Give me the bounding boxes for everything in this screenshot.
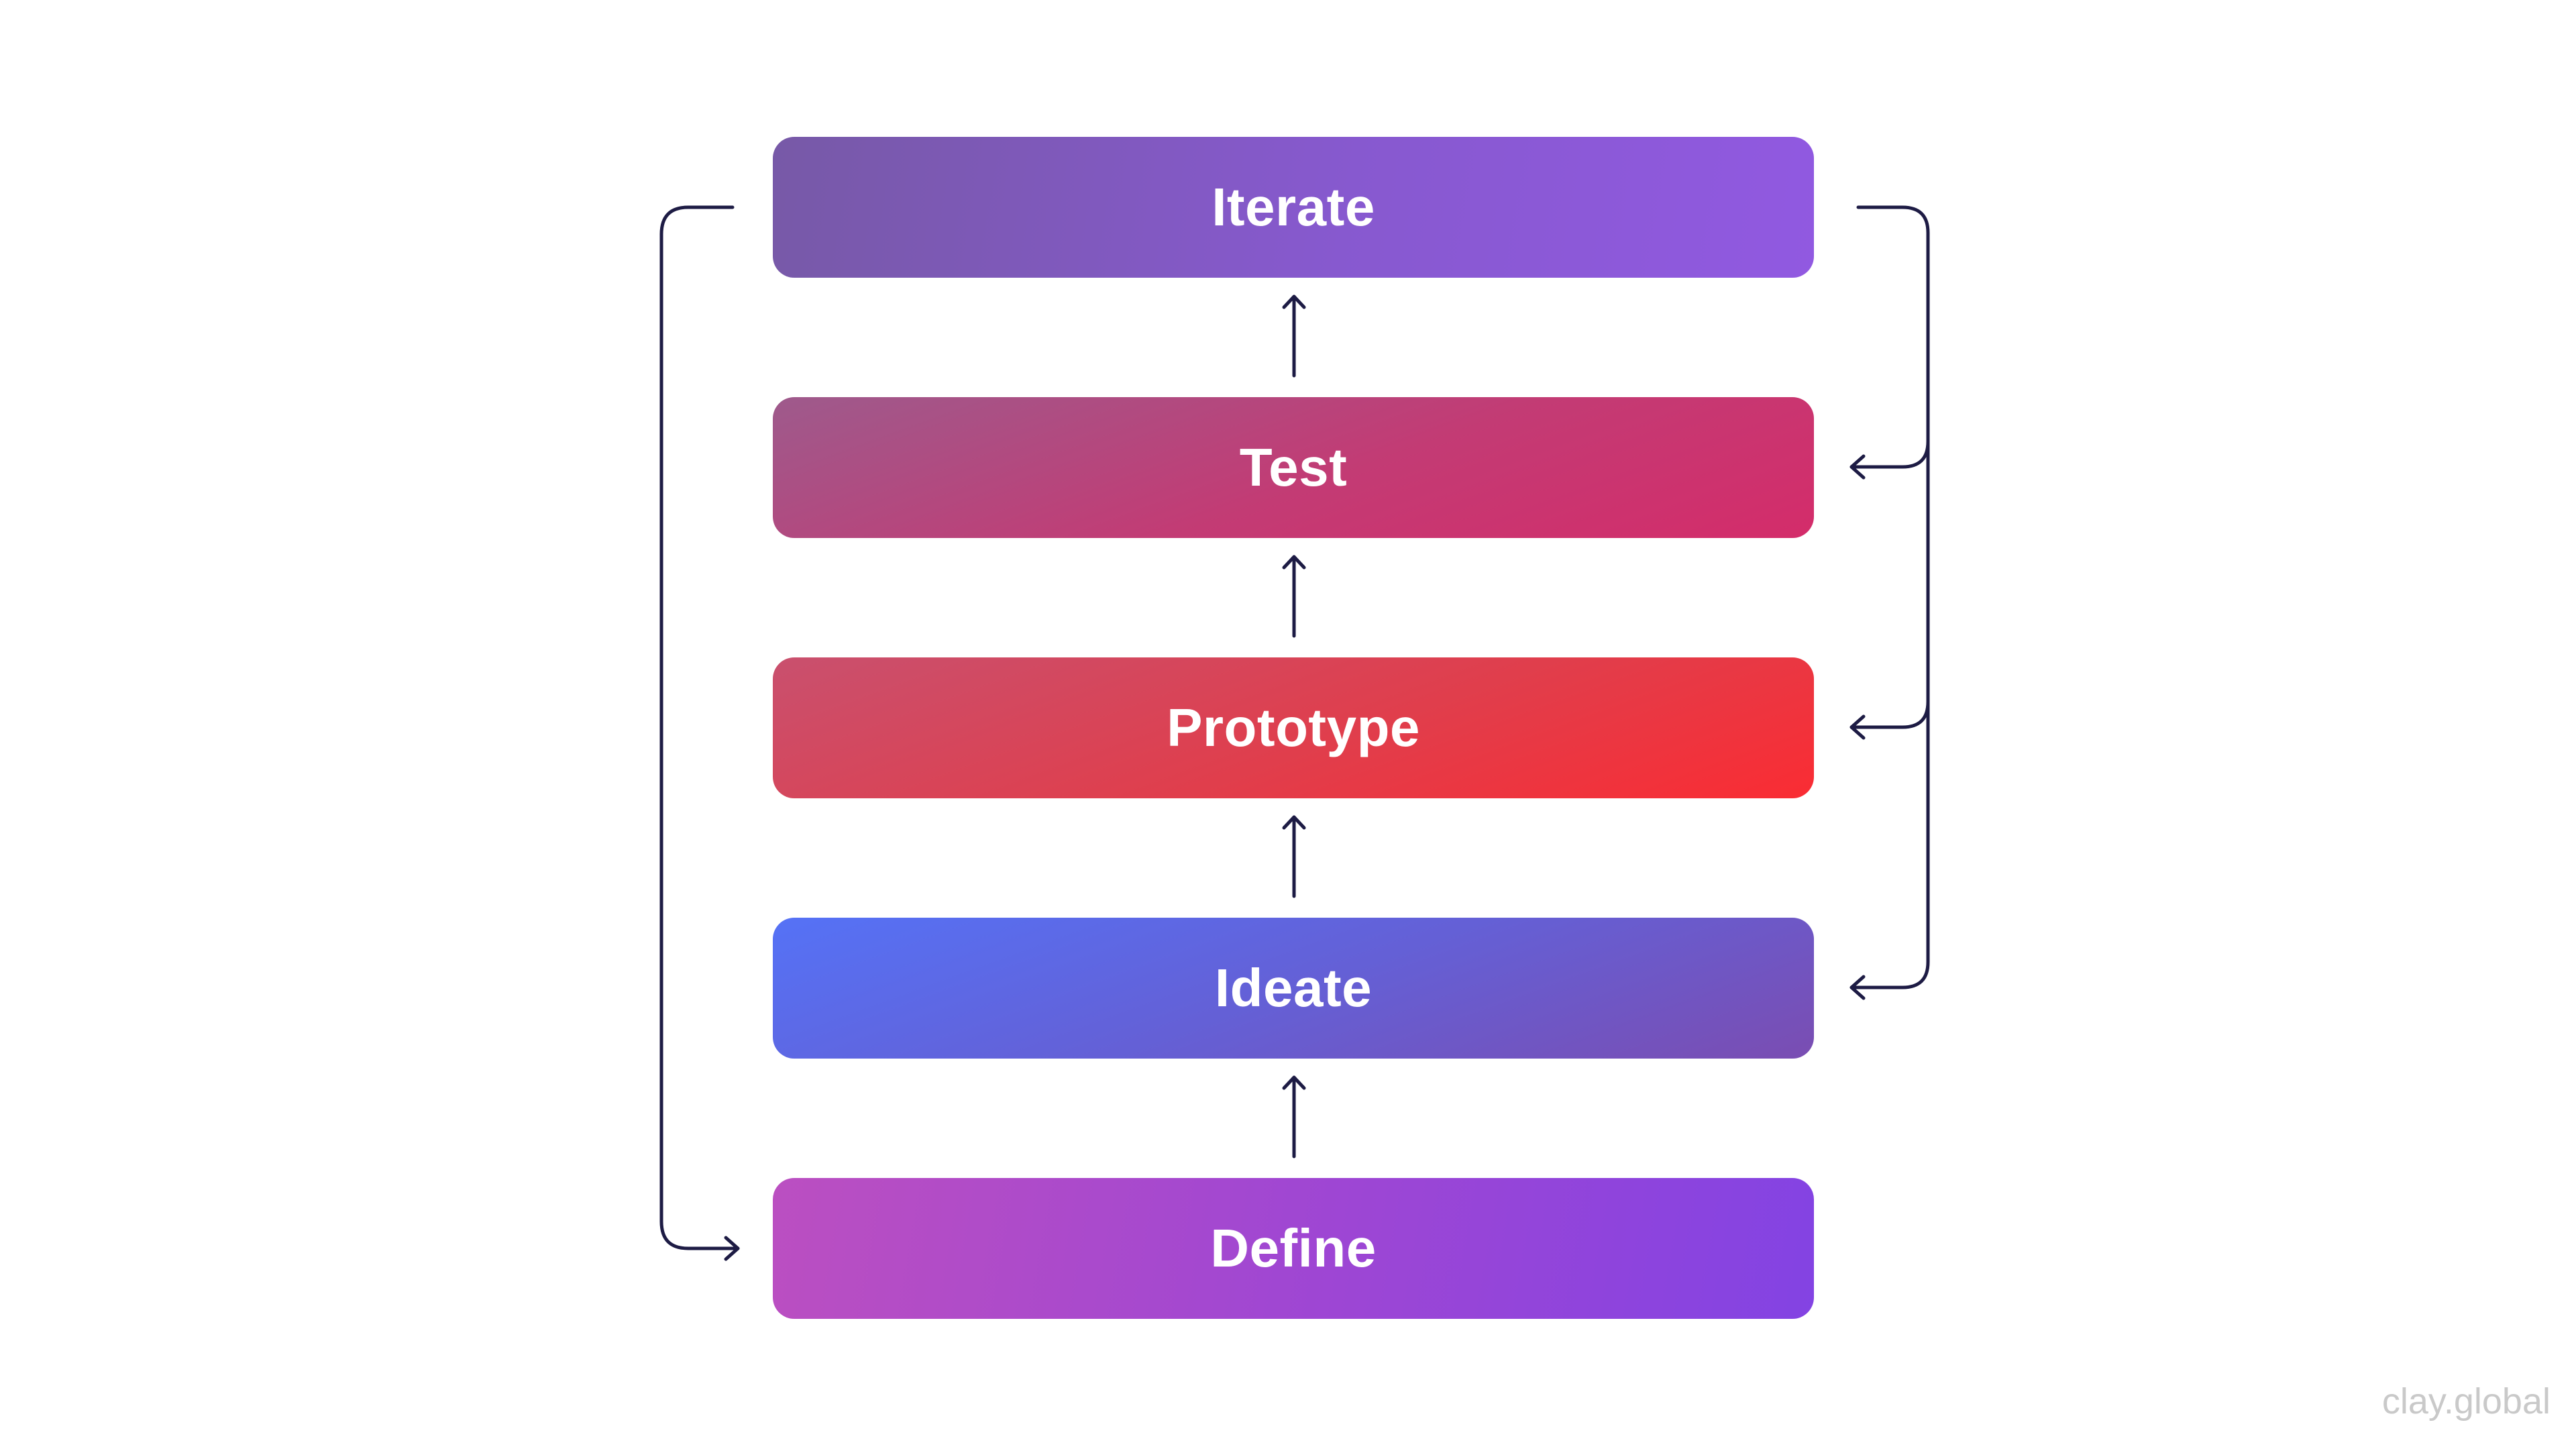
arrow-define-to-ideate bbox=[1282, 1075, 1306, 1159]
loop-iterate-feedback bbox=[1849, 205, 1930, 1000]
stage-prototype: Prototype bbox=[773, 657, 1814, 798]
arrow-ideate-to-prototype bbox=[1282, 815, 1306, 898]
watermark-text: clay.global bbox=[2381, 1381, 2551, 1421]
stage-ideate-label: Ideate bbox=[1214, 958, 1373, 1018]
stage-define-label: Define bbox=[1210, 1218, 1377, 1278]
loop-iterate-to-define bbox=[659, 205, 740, 1261]
stage-test-label: Test bbox=[1239, 437, 1348, 497]
stage-iterate-label: Iterate bbox=[1212, 177, 1375, 237]
arrow-prototype-to-test bbox=[1282, 555, 1306, 638]
arrow-test-to-iterate bbox=[1282, 294, 1306, 378]
stage-ideate: Ideate bbox=[773, 918, 1814, 1059]
stage-define: Define bbox=[773, 1178, 1814, 1319]
stage-test: Test bbox=[773, 397, 1814, 538]
stage-iterate: Iterate bbox=[773, 137, 1814, 278]
stage-prototype-label: Prototype bbox=[1167, 698, 1420, 757]
